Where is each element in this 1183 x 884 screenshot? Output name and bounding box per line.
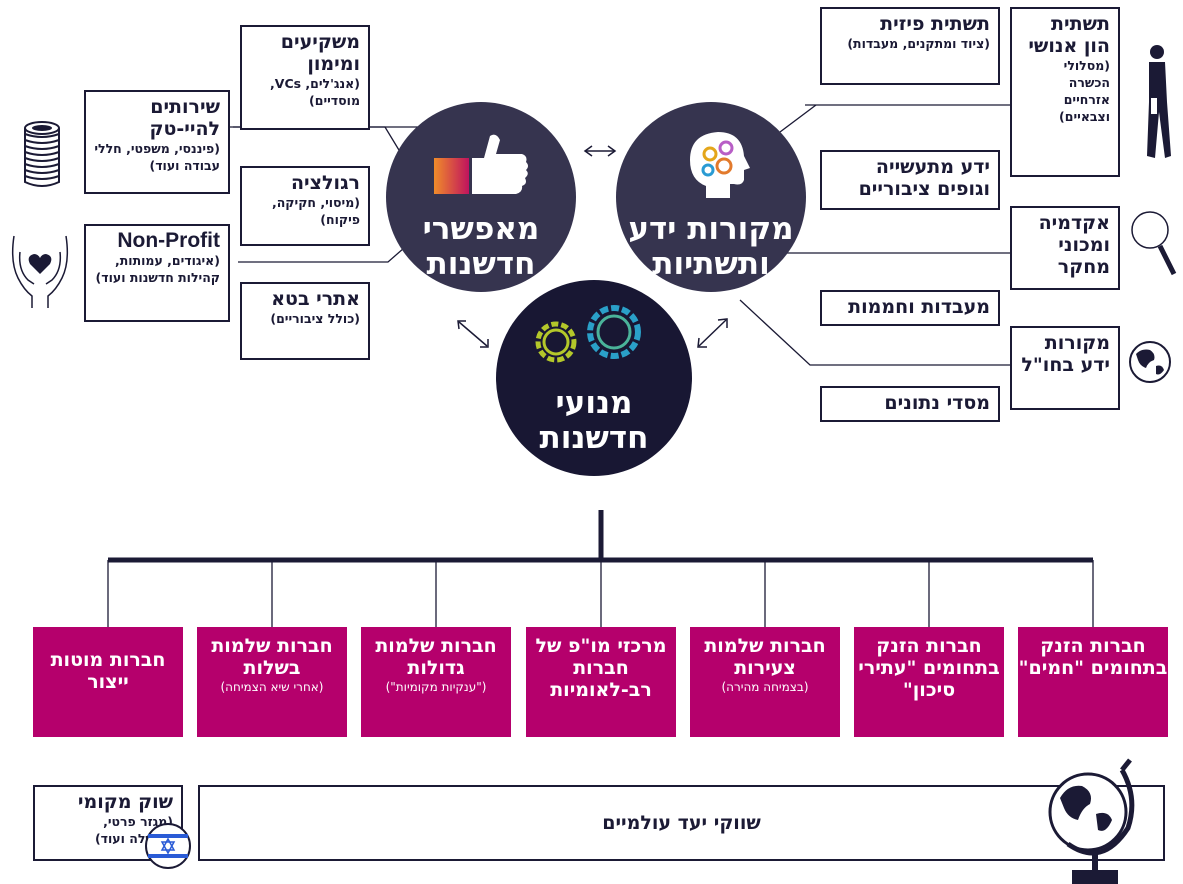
box-physical-infra: תשתית פיזית (ציוד ומתקנים, מעבדות) <box>820 7 1000 85</box>
investors-sub: (אנג'לים, VCs, מוסדיים) <box>270 76 360 108</box>
box-beta-sites: אתרי בטא (כולל ציבוריים) <box>240 282 370 360</box>
company-box-production: חברות מוטות ייצור <box>33 627 183 737</box>
non-profit-sub: (איגודים, עמותות, קהילות חדשנות ועוד) <box>95 253 220 285</box>
foreign-title: מקורות ידע בחו"ל <box>1021 332 1110 376</box>
thumbs-up-icon <box>434 134 528 194</box>
hitech-services-sub: (פיננסי, משפטי, חללי עבודה ועוד) <box>94 141 220 173</box>
sources-label: מקורות ידע ותשתיות <box>628 211 794 282</box>
physical-sub: (ציוד ומתקנים, מעבדות) <box>847 36 990 51</box>
enablers-label: מאפשרי חדשנות <box>422 211 540 282</box>
head-gears-icon <box>690 132 750 198</box>
box-foreign-knowledge: מקורות ידע בחו"ל <box>1010 326 1120 410</box>
beta-sites-sub: (כולל ציבוריים) <box>270 311 360 326</box>
box-non-profit: Non-Profit (איגודים, עמותות, קהילות חדשנ… <box>84 224 230 322</box>
academia-title: אקדמיה ומכוני מחקר <box>1038 212 1110 278</box>
company-box-mature-complete: חברות שלמות בשלות (אחרי שיא הצמיחה) <box>197 627 347 737</box>
company-title: מרכזי מו"פ של חברות רב-לאומיות <box>535 635 667 701</box>
desk-globe-icon <box>1048 758 1135 884</box>
hands-heart-icon <box>11 235 69 308</box>
box-datasets: מסדי נתונים <box>820 386 1000 422</box>
box-global-markets: שווקי יעד עולמיים <box>198 785 1165 861</box>
globe-icon <box>1129 341 1171 383</box>
box-labs: מעבדות וחממות <box>820 290 1000 326</box>
engines-label: מנועי חדשנות <box>539 385 649 456</box>
regulation-sub: (מיסוי, חקיקה, פיקוח) <box>271 195 360 227</box>
company-title: חברות שלמות גדולות <box>375 635 497 679</box>
company-box-hot-startups: חברות הזנק בתחומים "חמים" <box>1018 627 1168 737</box>
box-academia: אקדמיה ומכוני מחקר <box>1010 206 1120 290</box>
person-icon <box>1147 45 1171 158</box>
company-title: חברות שלמות צעירות <box>704 635 826 679</box>
company-title: חברות מוטות ייצור <box>50 649 166 693</box>
box-industry-knowledge: ידע מתעשייה וגופים ציבוריים <box>820 150 1000 210</box>
company-sub: ("ענקיות מקומיות") <box>385 680 487 694</box>
industry-knowledge-title: ידע מתעשייה וגופים ציבוריים <box>858 156 990 200</box>
global-markets-label: שווקי יעד עולמיים <box>602 812 761 834</box>
company-box-risky-startups: חברות הזנק בתחומים "עתירי סיכון" <box>854 627 1004 737</box>
regulation-title: רגולציה <box>291 172 360 194</box>
box-human-capital: תשתית הון אנושי (מסלולי הכשרה אזרחיים וצ… <box>1010 7 1120 177</box>
box-regulation: רגולציה (מיסוי, חקיקה, פיקוח) <box>240 166 370 246</box>
magnifier-icon <box>1131 211 1177 276</box>
human-capital-title: תשתית הון אנושי <box>1028 13 1110 57</box>
company-box-young-complete: חברות שלמות צעירות (בצמיחה מהירה) <box>690 627 840 737</box>
company-box-large-complete: חברות שלמות גדולות ("ענקיות מקומיות") <box>361 627 511 737</box>
investors-title: משקיעים ומימון <box>280 31 360 75</box>
circle-innovation-engines: מנועי חדשנות <box>496 280 692 476</box>
israel-flag-icon <box>145 823 191 869</box>
human-capital-sub: (מסלולי הכשרה אזרחיים וצבאיים) <box>1059 58 1110 124</box>
box-investors: משקיעים ומימון (אנג'לים, VCs, מוסדיים) <box>240 25 370 130</box>
physical-title: תשתית פיזית <box>880 13 990 35</box>
company-title: חברות שלמות בשלות <box>211 635 333 679</box>
circle-innovation-enablers: מאפשרי חדשנות <box>386 102 576 292</box>
company-box-rnd-centers: מרכזי מו"פ של חברות רב-לאומיות <box>526 627 676 737</box>
coin-stack-icon <box>24 121 60 187</box>
hitech-services-title: שירותים להיי-טק <box>149 96 220 140</box>
company-sub: (אחרי שיא הצמיחה) <box>220 680 324 694</box>
beta-sites-title: אתרי בטא <box>271 288 360 310</box>
non-profit-title: Non-Profit <box>117 229 220 252</box>
company-title: חברות הזנק בתחומים "חמים" <box>1018 635 1168 679</box>
gears-icon <box>535 305 641 363</box>
local-market-title: שוק מקומי <box>77 791 173 813</box>
company-sub: (בצמיחה מהירה) <box>721 680 809 694</box>
datasets-title: מסדי נתונים <box>884 392 990 414</box>
circle-knowledge-sources: מקורות ידע ותשתיות <box>616 102 806 292</box>
company-title: חברות הזנק בתחומים "עתירי סיכון" <box>858 635 1000 701</box>
box-hitech-services: שירותים להיי-טק (פיננסי, משפטי, חללי עבו… <box>84 90 230 194</box>
labs-title: מעבדות וחממות <box>848 296 990 318</box>
